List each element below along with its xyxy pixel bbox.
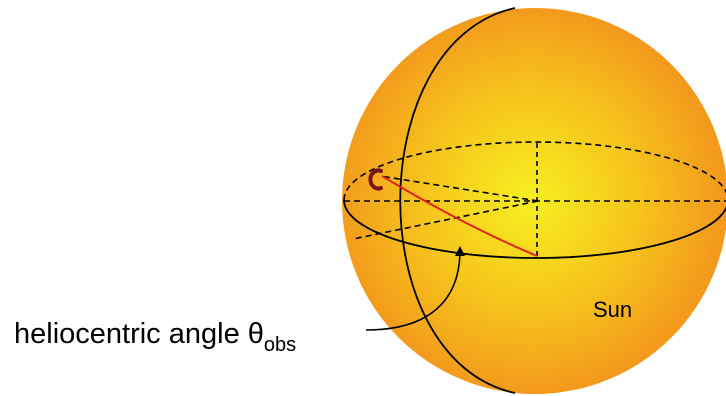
equator-back-dashed [343, 141, 726, 201]
angle-marker [368, 168, 383, 191]
sun-label: Sun [593, 297, 632, 322]
meridian-line [399, 7, 516, 394]
angle-label-main: heliocentric angle θ [14, 318, 264, 350]
surface-path-red [381, 175, 538, 257]
heliocentric-angle-label: heliocentric angle θobs [14, 318, 296, 356]
angle-label-subscript: obs [264, 334, 296, 356]
radius-to-front-dashed [352, 200, 539, 240]
equator-front-solid [343, 199, 726, 259]
radius-to-observer-dashed [379, 175, 539, 202]
callout-arrow [365, 246, 465, 331]
